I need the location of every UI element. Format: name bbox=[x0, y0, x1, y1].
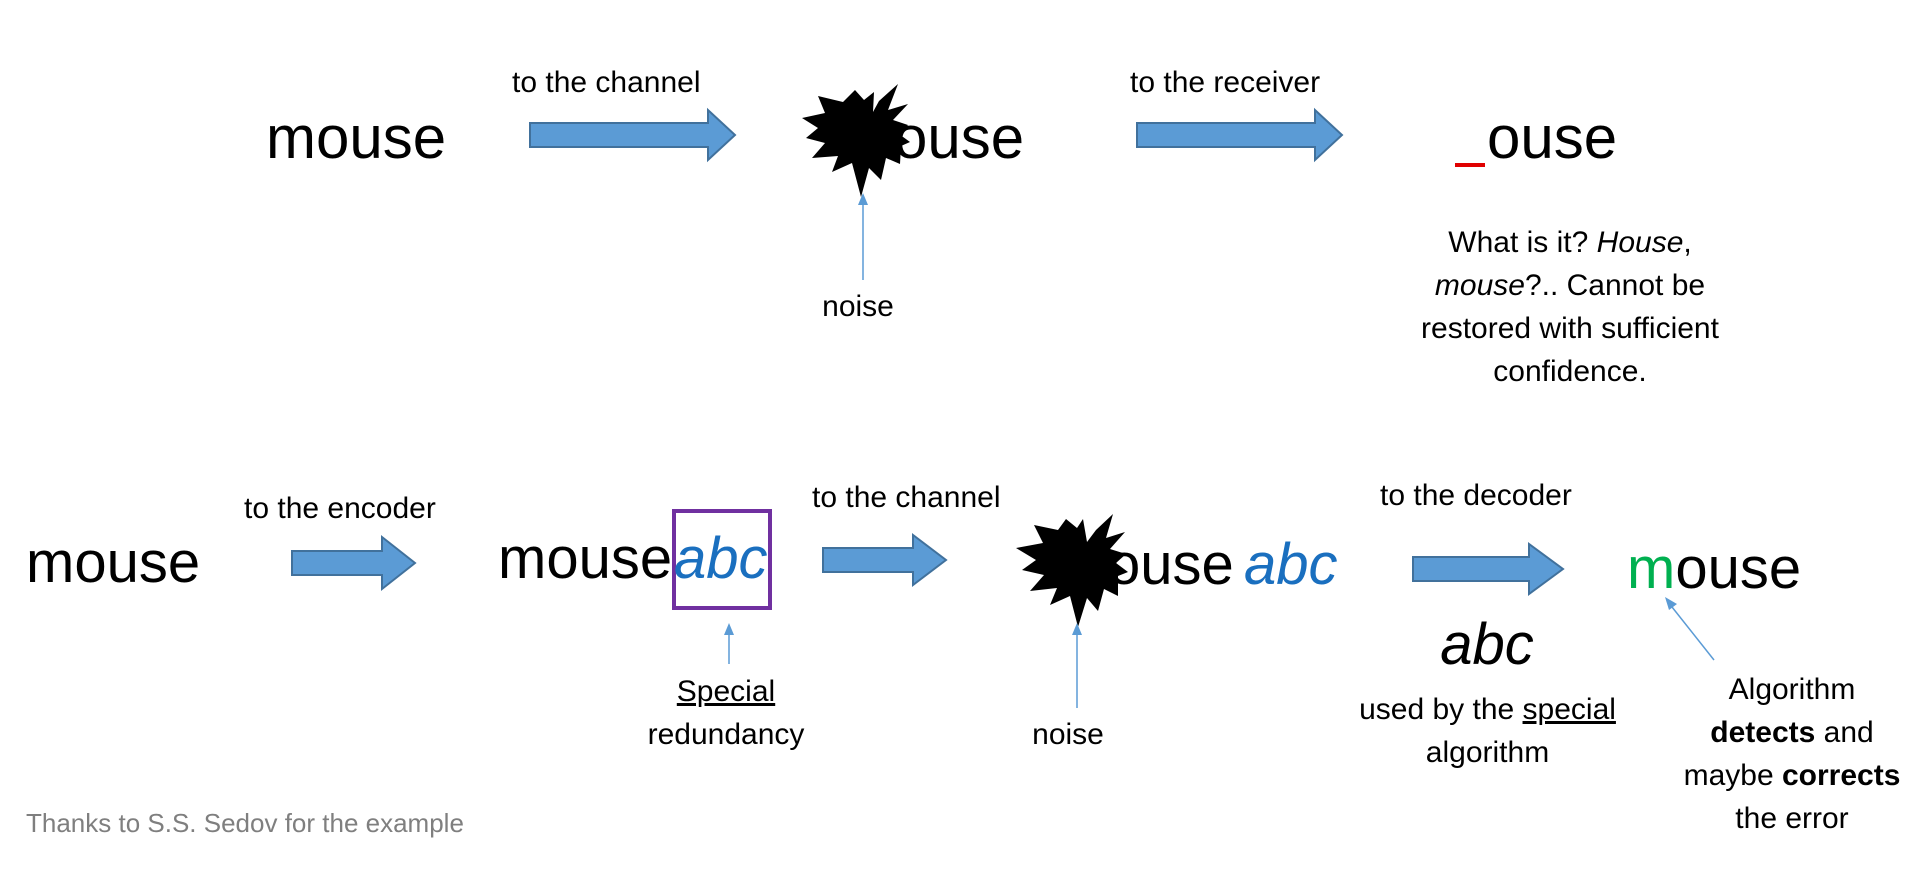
source-word-top: mouse bbox=[266, 104, 447, 171]
algorithm-arrow bbox=[1671, 606, 1715, 661]
question-text: What is it? bbox=[1448, 226, 1597, 259]
noise-label-bottom: noise bbox=[1032, 718, 1104, 751]
question-mouse: mouse bbox=[1434, 269, 1525, 302]
used-by-special: special bbox=[1522, 693, 1616, 726]
noise-burst-top bbox=[802, 84, 910, 197]
restored-letter: m bbox=[1627, 536, 1676, 601]
arrow-to-decoder bbox=[1412, 542, 1565, 596]
restored-rest: ouse bbox=[1675, 536, 1802, 601]
source-word-bottom: mouse bbox=[26, 530, 201, 595]
redundancy-box bbox=[672, 509, 772, 610]
noise-label-top: noise bbox=[822, 290, 894, 323]
arrow-to-receiver bbox=[1136, 107, 1344, 163]
ambiguity-question: What is it? House, mouse?.. Cannot be re… bbox=[1350, 221, 1790, 393]
algorithm-note: Algorithm detects and maybe corrects the… bbox=[1652, 668, 1920, 840]
noise-burst-bottom bbox=[1016, 514, 1128, 627]
redundancy-label-special: Special bbox=[676, 675, 776, 708]
corrupted-word-bottom: ouse bbox=[1108, 532, 1234, 597]
missing-letter-marker bbox=[1455, 163, 1485, 167]
to-channel-label-top: to the channel bbox=[512, 66, 701, 99]
to-channel-label-bottom: to the channel bbox=[812, 481, 1001, 514]
restored-word: mouse bbox=[1627, 540, 1801, 598]
decoder-abc: abc bbox=[1440, 612, 1534, 677]
algorithm-error: the error bbox=[1735, 802, 1849, 835]
encoded-abc: abc bbox=[674, 526, 768, 591]
question-cannot: ?.. Cannot be bbox=[1524, 269, 1706, 302]
used-by-algorithm-word: algorithm bbox=[1425, 736, 1550, 769]
question-restored: restored with sufficient bbox=[1421, 312, 1719, 345]
arrow-to-encoder bbox=[291, 534, 417, 592]
credit-note: Thanks to S.S. Sedov for the example bbox=[26, 808, 464, 838]
arrow-to-channel-bottom bbox=[822, 532, 948, 588]
question-confidence: confidence. bbox=[1493, 355, 1647, 388]
algorithm-and: and bbox=[1815, 716, 1874, 749]
used-by-algorithm: used by the special algorithm bbox=[1330, 688, 1645, 774]
used-by-text: used by the bbox=[1359, 693, 1523, 726]
algorithm-corrects: corrects bbox=[1781, 759, 1901, 792]
encoded-word: mouse bbox=[498, 526, 673, 591]
question-house: House bbox=[1596, 226, 1684, 259]
algorithm-line1: Algorithm bbox=[1728, 673, 1856, 706]
redundancy-label: redundancy bbox=[647, 718, 805, 751]
corrupted-word-top: ouse bbox=[894, 104, 1025, 171]
to-encoder-label: to the encoder bbox=[244, 492, 436, 525]
arrow-to-channel-top bbox=[529, 107, 737, 163]
algorithm-maybe: maybe bbox=[1683, 759, 1782, 792]
to-receiver-label: to the receiver bbox=[1130, 66, 1321, 99]
received-word: ouse bbox=[1487, 104, 1618, 171]
algorithm-detects: detects bbox=[1710, 716, 1816, 749]
question-comma: , bbox=[1683, 226, 1692, 259]
corrupted-abc: abc bbox=[1244, 532, 1338, 597]
to-decoder-label: to the decoder bbox=[1380, 479, 1572, 512]
